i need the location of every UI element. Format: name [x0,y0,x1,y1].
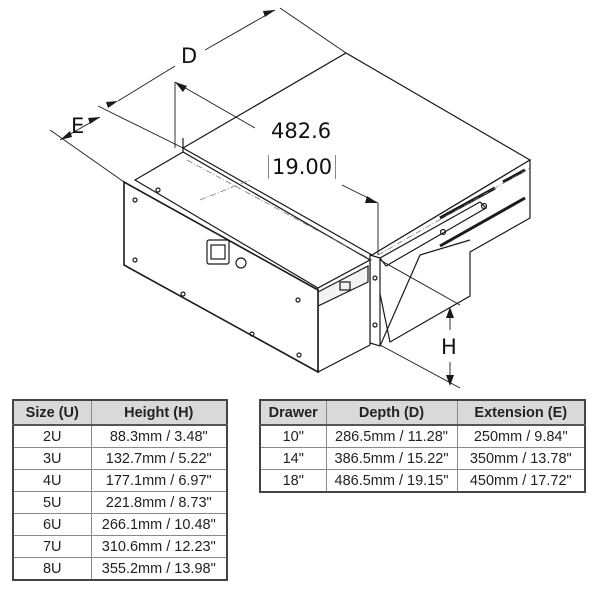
header-size: Size (U) [12,399,92,426]
header-height: Height (H) [90,399,228,426]
cell-size: 4U [12,469,92,492]
lock-icon [235,257,247,269]
table-row: 18"486.5mm / 19.15"450mm / 17.72" [259,469,586,493]
cell-height: 132.7mm / 5.22" [90,447,228,470]
cell-height: 88.3mm / 3.48" [90,424,228,448]
cell-size: 3U [12,447,92,470]
table-row: 10"286.5mm / 11.28"250mm / 9.84" [259,424,586,448]
table-header-row: Size (U) Height (H) [12,399,228,426]
cell-height: 355.2mm / 13.98" [90,557,228,581]
cell-extension: 450mm / 17.72" [456,469,586,493]
cell-height: 266.1mm / 10.48" [90,513,228,536]
table-row: 14"386.5mm / 15.22"350mm / 13.78" [259,447,586,470]
table-header-row: Drawer Depth (D) Extension (E) [259,399,586,426]
header-extension: Extension (E) [456,399,586,426]
cell-depth: 486.5mm / 19.15" [325,469,458,493]
cell-depth: 286.5mm / 11.28" [325,424,458,448]
cell-height: 177.1mm / 6.97" [90,469,228,492]
drawer-table: Drawer Depth (D) Extension (E) 10"286.5m… [259,399,586,493]
depth-label: D [181,44,198,68]
width-inch-label: 19.00 [268,155,337,179]
mounting-ear [369,254,381,347]
cell-height: 310.6mm / 12.23" [90,535,228,558]
cell-size: 5U [12,491,92,514]
header-depth: Depth (D) [325,399,458,426]
cell-extension: 250mm / 9.84" [456,424,586,448]
drawer-front-panel [123,180,319,374]
extension-label: E [71,114,85,138]
header-drawer: Drawer [259,399,327,426]
cell-extension: 350mm / 13.78" [456,447,586,470]
cell-drawer: 18" [259,469,327,493]
cell-size: 8U [12,557,92,581]
cell-drawer: 10" [259,424,327,448]
cell-height: 221.8mm / 8.73" [90,491,228,514]
cell-size: 2U [12,424,92,448]
cell-drawer: 14" [259,447,327,470]
rack-drawer-drawing [49,7,532,389]
drawer-handle [206,239,230,265]
cell-depth: 386.5mm / 15.22" [325,447,458,470]
height-label: H [441,335,457,359]
cell-size: 6U [12,513,92,536]
cell-size: 7U [12,535,92,558]
width-mm-label: 482.6 [271,119,332,143]
